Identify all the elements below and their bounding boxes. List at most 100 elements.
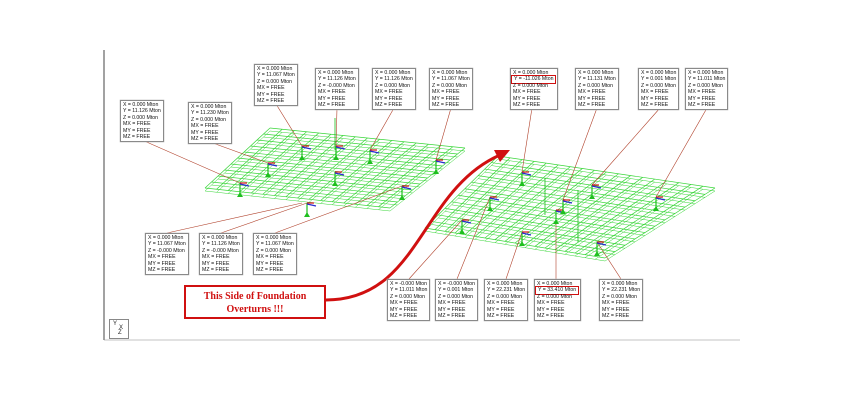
reaction-label-line: MZ = FREE xyxy=(438,313,466,320)
reaction-label-line: MX = FREE xyxy=(123,121,151,128)
support-arrow-head xyxy=(333,155,339,160)
axis-x-label: X xyxy=(119,325,124,331)
reaction-label-line: MY = FREE xyxy=(123,127,151,134)
right-foundation-grid xyxy=(424,155,716,262)
right-grid-line xyxy=(574,182,680,254)
reaction-label-line: Y = 0.001 Mton xyxy=(641,76,677,83)
reaction-label-line: MY = FREE xyxy=(318,95,346,102)
reaction-label-line: Z = 0.000 Mton xyxy=(537,293,573,300)
right-grid-line xyxy=(444,211,636,243)
right-grid-line xyxy=(594,185,704,257)
reaction-label-line: MX = FREE xyxy=(513,89,541,96)
right-grid-line xyxy=(444,208,636,240)
right-grid-line xyxy=(434,160,511,233)
support-z-axis xyxy=(301,146,312,150)
reaction-label-line: X = 0.000 Mton xyxy=(578,70,614,76)
leader-line xyxy=(369,107,395,151)
reaction-label-line: X = -0.000 Mton xyxy=(438,281,476,287)
right-grid-line xyxy=(534,175,631,247)
reaction-label-line: MZ = FREE xyxy=(375,102,403,109)
leader-lines xyxy=(141,103,708,280)
right-grid-line xyxy=(604,187,716,259)
leader-line xyxy=(521,107,533,173)
left-grid-line xyxy=(269,127,466,149)
reaction-label-line: MZ = FREE xyxy=(641,102,669,109)
right-grid-line xyxy=(484,168,696,202)
right-grid-line xyxy=(424,155,499,229)
reaction-label-line: Y = 11.126 Mton xyxy=(202,241,240,248)
right-grid-line xyxy=(444,162,523,235)
left-grid-line xyxy=(263,136,458,158)
left-grid-line xyxy=(204,187,391,209)
left-grid-line xyxy=(250,148,443,170)
reaction-label-line: Z = 0.000 Mton xyxy=(123,114,159,121)
reaction-label-line: MY = FREE xyxy=(513,95,541,102)
right-grid-line xyxy=(491,165,706,198)
reaction-label-line: MX = FREE xyxy=(375,89,403,96)
reaction-label-line: MX = FREE xyxy=(578,89,606,96)
leader-line xyxy=(209,141,269,164)
leader-line xyxy=(408,219,463,280)
reaction-label-line: X = 0.000 Mton xyxy=(487,281,523,287)
reaction-label-line: MY = FREE xyxy=(438,306,466,313)
left-grid-line xyxy=(217,178,406,200)
support-arrow-head xyxy=(332,181,338,186)
reaction-label-line: MY = FREE xyxy=(688,95,716,102)
reaction-label-line: MY = FREE xyxy=(256,260,284,267)
right-grid-line xyxy=(478,175,686,208)
reaction-label-line: MZ = FREE xyxy=(191,136,219,143)
support-z-axis xyxy=(306,203,317,207)
support-arrow-head xyxy=(265,172,271,177)
support-arrow-head xyxy=(304,212,310,217)
support-arrow-head xyxy=(594,251,600,256)
overturn-callout: This Side of Foundation Overturns !!! xyxy=(184,285,326,319)
support-arrow-head xyxy=(433,169,439,174)
right-grid-line xyxy=(424,230,606,262)
reaction-label-line: MZ = FREE xyxy=(257,98,285,105)
left-grid-line xyxy=(204,190,391,212)
reaction-label-line: MZ = FREE xyxy=(390,313,418,320)
reaction-label-line: X = 0.000 Mton xyxy=(537,281,573,287)
reaction-label-line: MY = FREE xyxy=(148,260,176,267)
right-grid-line xyxy=(494,168,583,240)
leader-line xyxy=(505,231,523,280)
reaction-label-line: MY = FREE xyxy=(390,306,418,313)
right-grid-line xyxy=(564,180,667,252)
reaction-label-line: MX = FREE xyxy=(202,254,230,261)
right-grid-line xyxy=(451,204,646,236)
leader-line xyxy=(562,107,598,201)
left-grid-line xyxy=(237,157,428,179)
reaction-label-line: MY = FREE xyxy=(487,306,515,313)
left-grid-line xyxy=(250,145,443,167)
reaction-label-line: X = 0.000 Mton xyxy=(375,70,411,76)
support-arrow-head xyxy=(399,195,405,200)
reaction-label-line: Z = 0.000 Mton xyxy=(578,82,614,89)
leader-line xyxy=(166,202,303,234)
left-grid-line xyxy=(256,139,451,161)
support-z-axis xyxy=(239,183,250,187)
reaction-label-line: MZ = FREE xyxy=(487,313,515,320)
right-grid-line xyxy=(544,180,643,252)
reaction-label-line: Y = 11.067 Mton xyxy=(148,241,186,248)
reaction-label-line: Y = 11.011 Mton xyxy=(390,287,428,294)
overturn-arrow-head xyxy=(494,150,510,162)
reaction-label-line: Y = 11.131 Mton xyxy=(578,76,616,83)
right-grid-line xyxy=(471,184,676,217)
left-grid-line xyxy=(230,166,421,188)
right-grid-line xyxy=(464,162,547,235)
left-grid-line xyxy=(224,169,413,191)
reaction-label-line: MZ = FREE xyxy=(513,102,541,109)
left-grid-line xyxy=(230,163,421,185)
support-arrow-head xyxy=(459,229,465,234)
reaction-label-line: X = 0.000 Mton xyxy=(688,70,724,76)
support-z-axis xyxy=(369,150,380,154)
right-grid-line xyxy=(484,169,571,242)
